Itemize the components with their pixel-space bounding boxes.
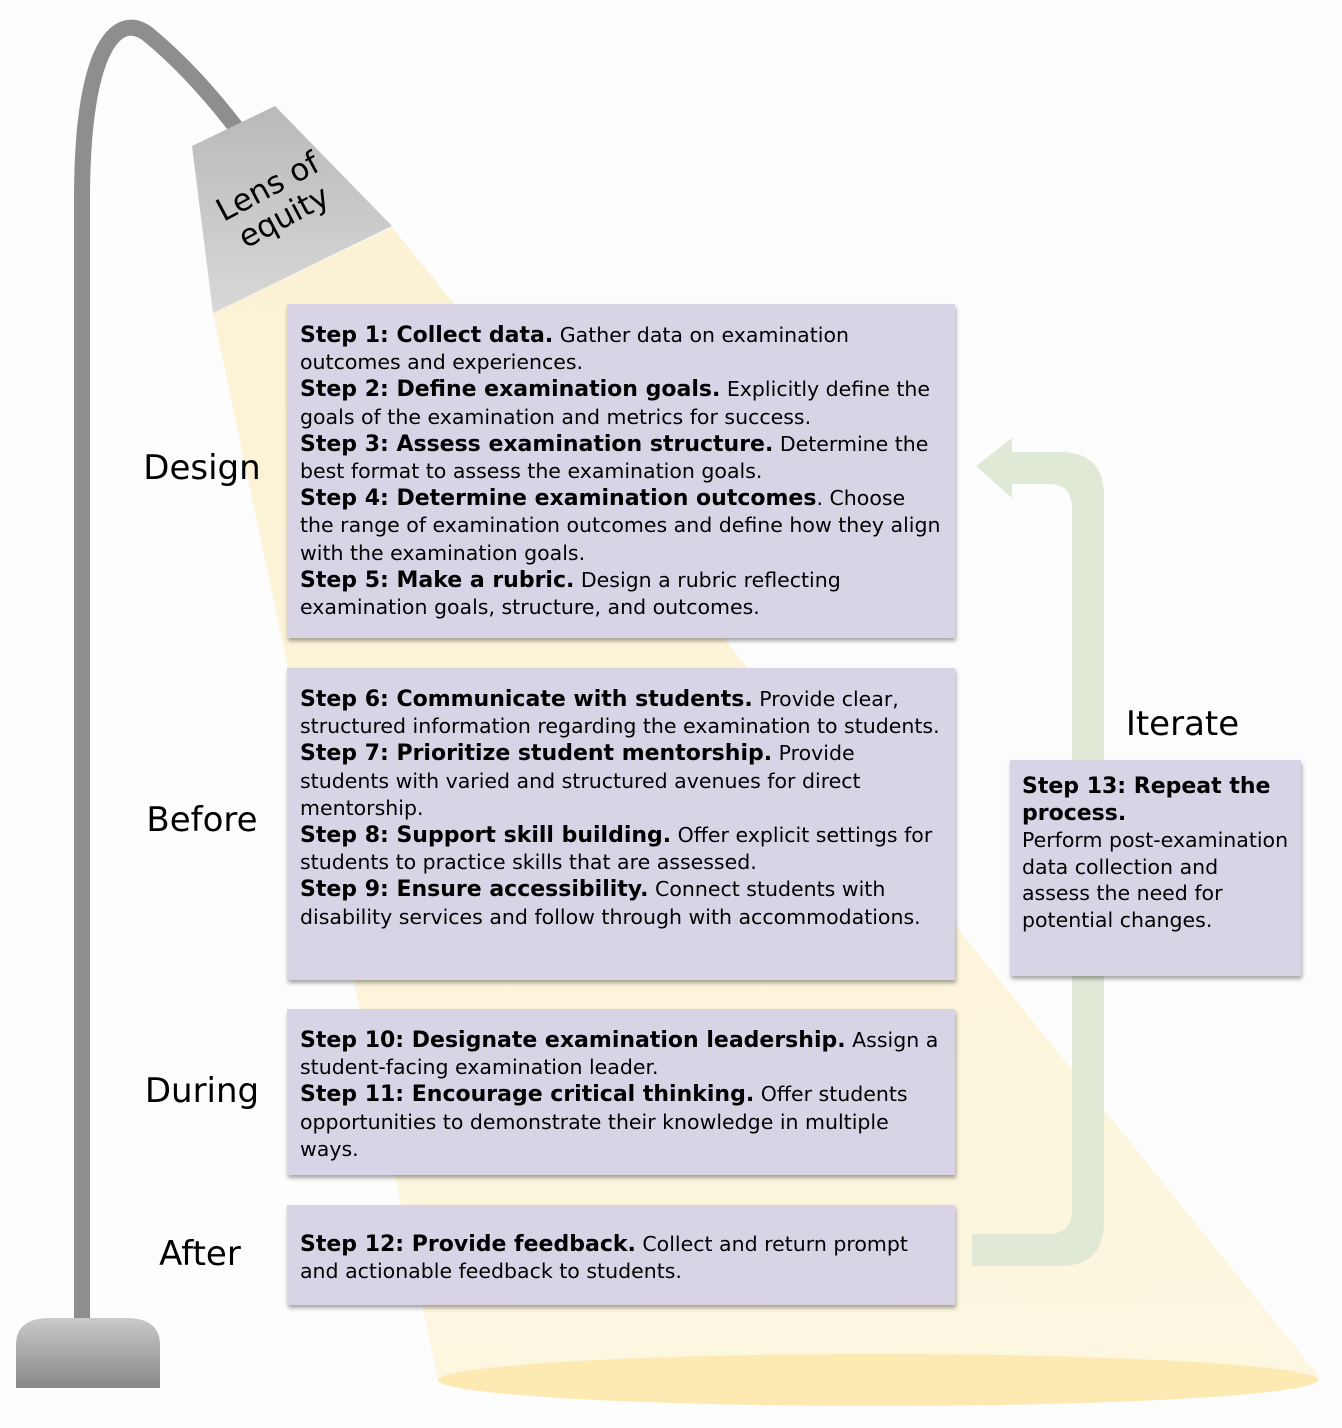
step-4-text: . Choose the range of examination outcom… (300, 486, 941, 565)
step-9-title: Step 9: Ensure accessibility. (300, 877, 649, 903)
step-8-title: Step 8: Support skill building. (300, 823, 672, 849)
step-13-title: Step 13: Repeat the process. (1022, 774, 1271, 826)
step-12: Step 12: Provide feedback. Collect and r… (300, 1231, 943, 1285)
step-13-text: Perform post-examination data collection… (1022, 828, 1289, 932)
iterate-step-box: Step 13: Repeat the process.Perform post… (1010, 760, 1301, 976)
step-10: Step 10: Designate examination leadershi… (300, 1027, 943, 1081)
step-1: Step 1: Collect data. Gather data on exa… (300, 322, 943, 376)
phase-label-design: Design (143, 448, 261, 488)
step-9: Step 9: Ensure accessibility. Connect st… (300, 876, 943, 930)
step-12-title: Step 12: Provide feedback. (300, 1232, 636, 1257)
step-11-title: Step 11: Encourage critical thinking. (300, 1082, 755, 1108)
design-steps-box: Step 1: Collect data. Gather data on exa… (287, 304, 955, 638)
step-13: Step 13: Repeat the process.Perform post… (1022, 774, 1291, 933)
step-1-title: Step 1: Collect data. (300, 323, 554, 348)
phase-label-during: During (144, 1071, 260, 1111)
step-6-title: Step 6: Communicate with students. (300, 687, 753, 712)
floor-light-pool (438, 1354, 1318, 1406)
step-3-text: Determine the best format to assess the … (300, 431, 929, 484)
step-5: Step 5: Make a rubric. Design a rubric r… (300, 567, 943, 621)
step-2: Step 2: Define examination goals. Explic… (300, 376, 943, 430)
iterate-label: Iterate (1125, 704, 1240, 744)
step-2-title: Step 2: Define examination goals. (300, 377, 721, 403)
step-3: Step 3: Assess examination structure. De… (300, 431, 943, 485)
step-8: Step 8: Support skill building. Offer ex… (300, 822, 943, 876)
step-12-text: Collect and return prompt and actionable… (300, 1232, 908, 1284)
during-steps-box: Step 10: Designate examination leadershi… (287, 1009, 955, 1175)
before-steps-box: Step 6: Communicate with students. Provi… (287, 668, 955, 980)
step-10-title: Step 10: Designate examination leadershi… (300, 1028, 846, 1053)
step-7-title: Step 7: Prioritize student mentorship. (300, 741, 773, 767)
step-7-text: Provide students with varied and structu… (300, 741, 861, 820)
step-9-text: Connect students with disability service… (300, 877, 921, 929)
step-2-text: Explicitly define the goals of the exami… (300, 377, 930, 429)
step-11: Step 11: Encourage critical thinking. Of… (300, 1081, 943, 1163)
step-4: Step 4: Determine examination outcomes. … (300, 485, 943, 567)
after-steps-box: Step 12: Provide feedback. Collect and r… (287, 1205, 955, 1305)
step-11-text: Offer students opportunities to demonstr… (300, 1082, 908, 1161)
step-4-title: Step 4: Determine examination outcomes (300, 486, 817, 512)
step-6-text: Provide clear, structured information re… (300, 687, 940, 739)
phase-label-before: Before (146, 800, 258, 840)
step-7: Step 7: Prioritize student mentorship. P… (300, 740, 943, 822)
step-10-text: Assign a student-facing examination lead… (300, 1028, 939, 1080)
lamp-pole (74, 19, 245, 1320)
step-8-text: Offer explicit settings for students to … (300, 823, 933, 875)
step-6: Step 6: Communicate with students. Provi… (300, 686, 943, 740)
step-1-text: Gather data on examination outcomes and … (300, 323, 849, 375)
step-3-title: Step 3: Assess examination structure. (300, 431, 774, 457)
lamp-base (16, 1318, 160, 1388)
lamp-shade (192, 106, 392, 313)
step-5-title: Step 5: Make a rubric. (300, 567, 575, 593)
phase-label-after: After (159, 1234, 241, 1274)
step-5-text: Design a rubric reflecting examination g… (300, 567, 841, 620)
